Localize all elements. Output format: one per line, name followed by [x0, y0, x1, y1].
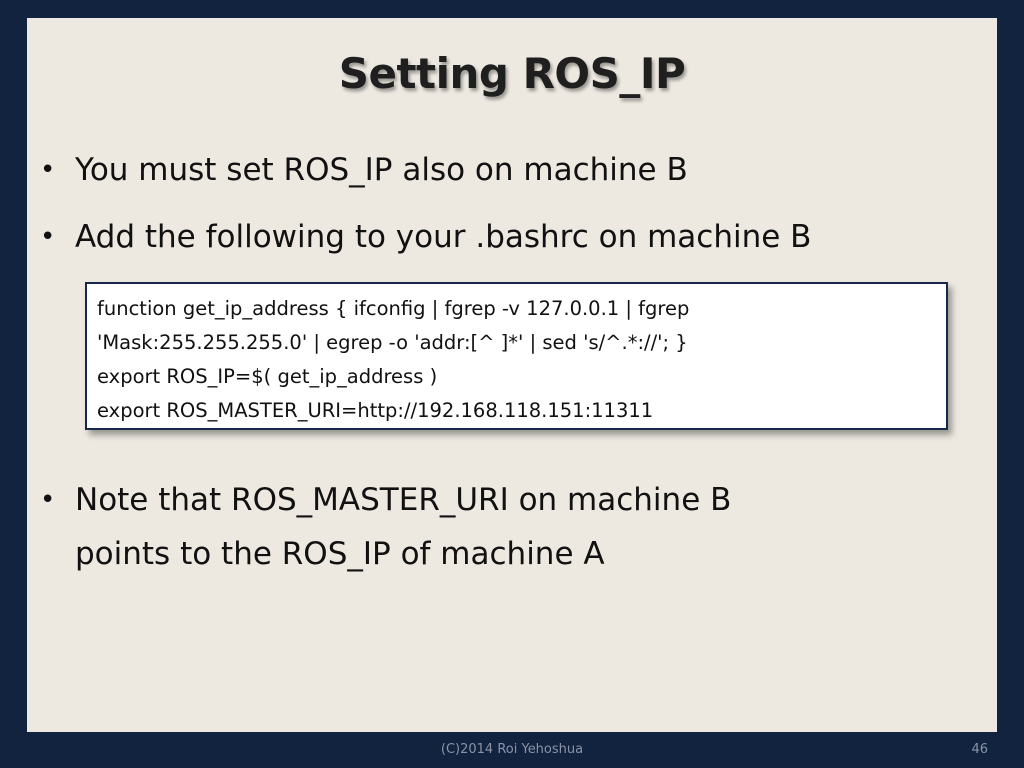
slide-title: Setting ROS_IP — [338, 49, 686, 98]
code-line: export ROS_IP=$( get_ip_address ) — [97, 365, 438, 388]
bullet-item-1: • You must set ROS_IP also on machine B — [40, 143, 970, 197]
bullet-marker: • — [40, 222, 56, 252]
slide-page-number: 46 — [971, 742, 988, 757]
bullet-text: Add the following to your .bashrc on mac… — [75, 219, 812, 255]
bullet-marker: • — [40, 155, 56, 185]
code-snippet-box: function get_ip_address { ifconfig | fgr… — [85, 282, 948, 430]
bullet-text-line-2: points to the ROS_IP of machine A — [75, 536, 605, 572]
bullet-marker: • — [40, 485, 56, 515]
footer-copyright: (C)2014 Roi Yehoshua — [440, 742, 584, 757]
bullet-text: You must set ROS_IP also on machine B — [75, 152, 688, 188]
bullet-item-3: • Note that ROS_MASTER_URI on machine B … — [40, 473, 970, 581]
bullet-text-line-1: Note that ROS_MASTER_URI on machine B — [75, 482, 732, 518]
code-line: 'Mask:255.255.255.0' | egrep -o 'addr:[^… — [97, 331, 688, 354]
code-line: export ROS_MASTER_URI=http://192.168.118… — [97, 399, 654, 422]
bullet-item-2: • Add the following to your .bashrc on m… — [40, 210, 970, 264]
code-line: function get_ip_address { ifconfig | fgr… — [97, 297, 690, 320]
